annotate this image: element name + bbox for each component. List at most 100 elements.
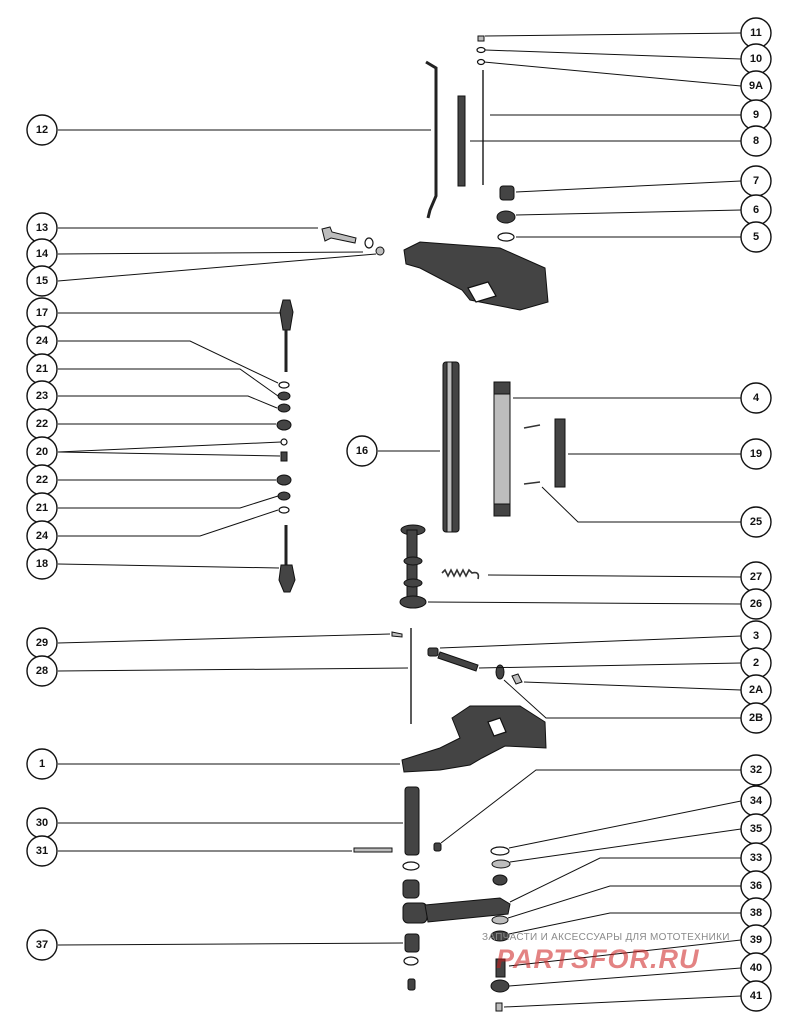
callout-9a: 9A	[740, 70, 772, 102]
svg-text:30: 30	[36, 817, 48, 829]
part-7-bushing	[499, 185, 515, 201]
svg-text:34: 34	[750, 795, 763, 807]
callout-41: 41	[740, 980, 772, 1012]
callout-28: 28	[26, 655, 58, 687]
parts-layer	[276, 35, 566, 1012]
callout-17: 17	[26, 297, 58, 329]
svg-text:19: 19	[750, 448, 762, 460]
callout-15: 15	[26, 265, 58, 297]
svg-text:17: 17	[36, 307, 48, 319]
part-1-clamp-bracket	[401, 705, 547, 773]
part-18-threaded-rod-assembly	[278, 525, 296, 593]
svg-text:9A: 9A	[749, 80, 763, 92]
svg-text:37: 37	[36, 939, 48, 951]
callout-34: 34	[740, 785, 772, 817]
upper-clamp-bracket	[403, 241, 549, 311]
callout-21-upper: 21	[26, 353, 58, 385]
part-30-pin	[404, 786, 420, 856]
site-watermark: ЗАПЧАСТИ И АКСЕССУАРЫ ДЛЯ МОТОТЕХНИКИ PA…	[482, 928, 800, 978]
leader-lines	[57, 32, 742, 1008]
callout-25: 25	[740, 506, 772, 538]
callout-13: 13	[26, 212, 58, 244]
part-17-threaded-rod-assembly	[279, 299, 294, 372]
part-19-rod	[554, 418, 566, 488]
part-5-washer	[497, 232, 515, 242]
svg-text:21: 21	[36, 363, 48, 375]
part-34-washer	[490, 846, 510, 856]
watermark-caption: ЗАПЧАСТИ И АКСЕССУАРЫ ДЛЯ МОТОТЕХНИКИ	[482, 932, 730, 943]
callout-4: 4	[740, 382, 772, 414]
svg-text:27: 27	[750, 571, 762, 583]
callout-6: 6	[740, 194, 772, 226]
callout-22-lower: 22	[26, 464, 58, 496]
callout-29: 29	[26, 627, 58, 659]
part-4-tube	[493, 381, 511, 517]
part-14-washer	[364, 237, 374, 249]
callout-20: 20	[26, 436, 58, 468]
svg-text:24: 24	[36, 530, 49, 542]
svg-text:40: 40	[750, 962, 762, 974]
part-9a-washer	[476, 58, 486, 66]
svg-text:13: 13	[36, 222, 48, 234]
svg-text:16: 16	[356, 445, 368, 457]
svg-text:35: 35	[750, 823, 762, 835]
svg-text:9: 9	[753, 109, 759, 121]
callout-32: 32	[740, 754, 772, 786]
part-31-bolt	[353, 847, 393, 853]
callout-10: 10	[740, 43, 772, 75]
part-32-ball	[433, 842, 442, 852]
callout-2b: 2B	[740, 702, 772, 734]
part-41-screw	[495, 1002, 503, 1012]
callout-24-upper: 24	[26, 325, 58, 357]
svg-text:29: 29	[36, 637, 48, 649]
svg-text:36: 36	[750, 880, 762, 892]
callout-21-lower: 21	[26, 492, 58, 524]
callout-35: 35	[740, 813, 772, 845]
part-15-nut	[375, 246, 385, 256]
svg-text:21: 21	[36, 502, 48, 514]
callout-27: 27	[740, 561, 772, 593]
part-8-threaded-rod	[457, 95, 466, 187]
callout-14: 14	[26, 238, 58, 270]
callout-19: 19	[740, 438, 772, 470]
svg-text:3: 3	[753, 630, 759, 642]
callout-2: 2	[740, 647, 772, 679]
callout-26: 26	[740, 588, 772, 620]
part-10-washer	[476, 46, 486, 54]
svg-text:39: 39	[750, 934, 762, 946]
svg-text:32: 32	[750, 764, 762, 776]
stack-washers-nuts	[276, 381, 292, 514]
part-33-nut	[492, 874, 508, 886]
part-16-shaft	[442, 361, 460, 533]
part-38-washer	[490, 930, 510, 942]
svg-text:28: 28	[36, 665, 48, 677]
svg-text:23: 23	[36, 390, 48, 402]
part-2b-washer	[495, 664, 505, 680]
svg-text:8: 8	[753, 135, 759, 147]
svg-text:22: 22	[36, 474, 48, 486]
part-29-pin	[391, 631, 403, 638]
callout-8: 8	[740, 125, 772, 157]
svg-text:10: 10	[750, 53, 762, 65]
tiller-arm	[402, 897, 511, 924]
part-6-nut	[496, 210, 516, 224]
part-36-washer	[491, 915, 509, 925]
svg-text:25: 25	[750, 516, 762, 528]
svg-text:26: 26	[750, 598, 762, 610]
callout-2a: 2A	[740, 674, 772, 706]
callout-33: 33	[740, 842, 772, 874]
svg-text:1: 1	[39, 758, 45, 770]
part-37-bushing	[404, 933, 420, 953]
callout-22-upper: 22	[26, 408, 58, 440]
svg-text:11: 11	[750, 27, 762, 39]
svg-text:24: 24	[36, 335, 49, 347]
part-11-nut	[477, 35, 485, 42]
svg-text:18: 18	[36, 558, 48, 570]
callout-38: 38	[740, 897, 772, 929]
watermark-logo: PARTSFOR.RU	[496, 944, 700, 974]
part-27-spring	[441, 568, 480, 580]
svg-text:6: 6	[753, 204, 759, 216]
callout-11: 11	[740, 17, 772, 49]
callout-7: 7	[740, 165, 772, 197]
callout-1: 1	[26, 748, 58, 780]
